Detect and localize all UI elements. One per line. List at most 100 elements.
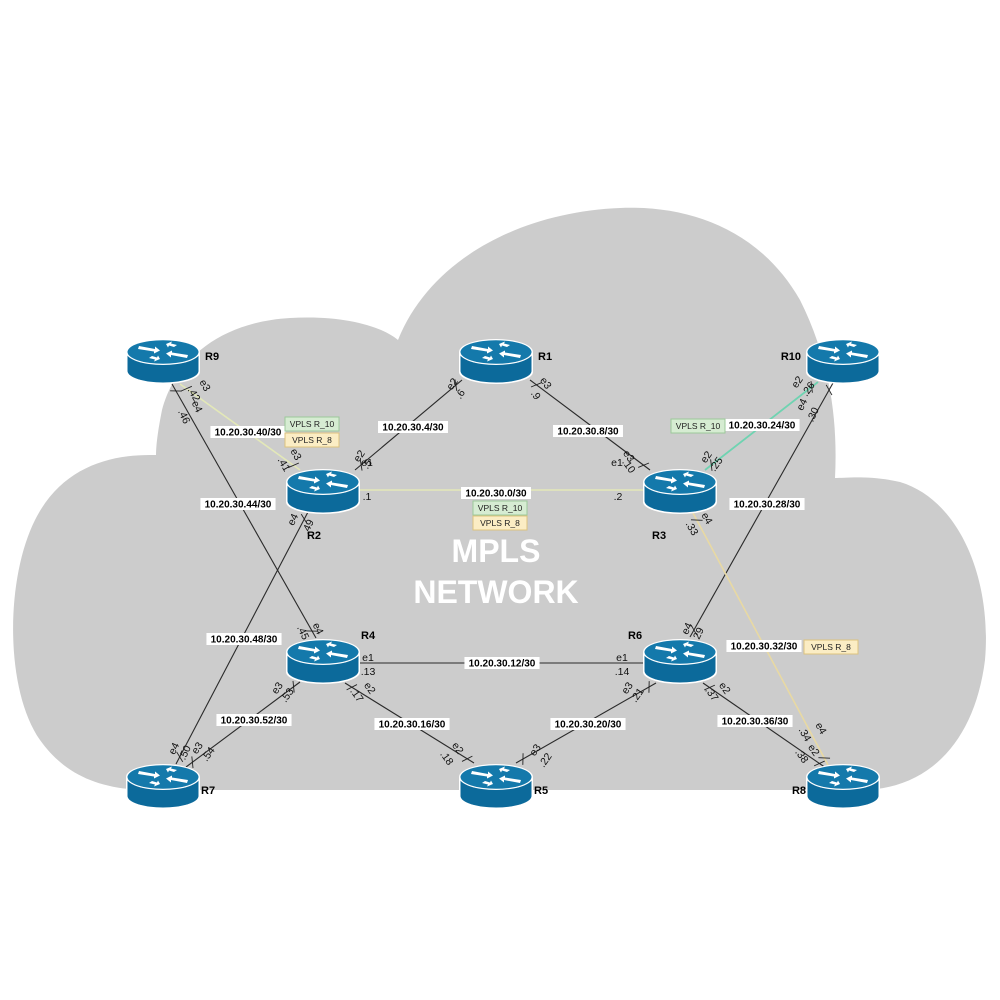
subnet-label: 10.20.30.28/30 xyxy=(729,498,805,511)
router-arrows-icon xyxy=(471,341,521,362)
interface-name: e1 xyxy=(362,652,374,664)
vpls-tag-r10: VPLS R_10 xyxy=(284,416,340,432)
subnet-label-text: 10.20.30.52/30 xyxy=(221,716,288,727)
router-r7[interactable]: R7 xyxy=(126,764,215,809)
router-name: R8 xyxy=(792,785,806,797)
subnet-label-text: 10.20.30.16/30 xyxy=(379,720,446,731)
router-arrows-icon xyxy=(138,766,188,787)
router-arrows-icon xyxy=(818,341,868,362)
interface-tick xyxy=(704,684,716,691)
subnet-label: 10.20.30.32/30 xyxy=(726,640,802,653)
router-arrows-icon xyxy=(818,766,868,787)
vpls-tag-r10: VPLS R_10 xyxy=(472,500,528,516)
subnet-label-bg xyxy=(729,498,805,510)
vpls-tag-box xyxy=(472,515,528,531)
interface-tick xyxy=(690,624,698,636)
router-r6[interactable]: R6 xyxy=(628,630,717,684)
interface-name: e1 xyxy=(611,457,623,469)
interface-tick xyxy=(710,459,713,471)
interface-tick xyxy=(287,462,300,469)
interface-tick xyxy=(461,755,473,762)
interface-tick xyxy=(180,385,193,392)
interface-tick xyxy=(176,751,184,763)
router-r4[interactable]: R4 xyxy=(286,630,376,684)
interface-tick xyxy=(346,684,358,691)
interface-ip: .2 xyxy=(614,491,623,503)
vpls-tag-r8: VPLS R_8 xyxy=(472,515,528,531)
vpls-tag-r10: VPLS R_10 xyxy=(670,418,726,434)
router-name: R5 xyxy=(534,785,548,797)
interface-ip: .46 xyxy=(175,408,192,426)
subnet-label-text: 10.20.30.28/30 xyxy=(734,500,801,511)
router-r5[interactable]: R5 xyxy=(459,764,548,809)
interface-tick xyxy=(191,756,194,769)
router-icon xyxy=(459,339,533,384)
subnet-label-bg xyxy=(726,640,802,652)
subnet-label-text: 10.20.30.8/30 xyxy=(557,427,619,438)
interface-name: e4 xyxy=(679,621,695,637)
subnet-label-bg xyxy=(200,498,276,510)
subnet-label: 10.20.30.36/30 xyxy=(717,715,793,728)
router-icon xyxy=(459,764,533,809)
link-r3-r8[interactable] xyxy=(692,512,829,766)
link-r4-r9[interactable] xyxy=(171,383,317,639)
subnet-label-bg xyxy=(216,714,292,726)
interface-tick xyxy=(292,680,295,693)
router-name: R6 xyxy=(628,630,642,642)
subnet-label: 10.20.30.12/30 xyxy=(464,657,540,670)
router-r3[interactable]: R3 xyxy=(643,469,717,542)
subnet-label: 10.20.30.20/30 xyxy=(550,718,626,731)
interface-tick xyxy=(818,757,831,759)
router-arrows-icon xyxy=(471,766,521,787)
subnet-label-text: 10.20.30.36/30 xyxy=(722,717,789,728)
subnet-label-bg xyxy=(206,633,282,645)
subnet-label-bg xyxy=(717,715,793,727)
subnet-label-bg xyxy=(374,718,450,730)
subnet-label-bg xyxy=(553,425,623,437)
subnet-label: 10.20.30.40/30 xyxy=(210,426,286,439)
subnet-label-text: 10.20.30.12/30 xyxy=(469,659,536,670)
vpls-tag-text: VPLS R_10 xyxy=(290,419,335,429)
subnet-label-bg xyxy=(378,421,448,433)
interface-tick xyxy=(454,379,458,391)
vpls-tag-box xyxy=(284,432,340,448)
subnet-label: 10.20.30.52/30 xyxy=(216,714,292,727)
interface-tick xyxy=(825,384,833,396)
router-r1[interactable]: R1 xyxy=(459,339,552,384)
subnet-label-text: 10.20.30.48/30 xyxy=(211,635,278,646)
vpls-tag-text: VPLS R_10 xyxy=(478,503,523,513)
router-arrows-icon xyxy=(138,341,188,362)
subnet-label-text: 10.20.30.40/30 xyxy=(215,428,282,439)
router-icon xyxy=(643,469,717,514)
interface-ip: .1 xyxy=(363,491,372,503)
router-name: R9 xyxy=(205,351,219,363)
router-r10[interactable]: R10 xyxy=(781,339,880,384)
subnet-label: 10.20.30.44/30 xyxy=(200,498,276,511)
subnet-label: 10.20.30.48/30 xyxy=(206,633,282,646)
interface-name: e4 xyxy=(166,741,182,757)
router-name: R10 xyxy=(781,351,801,363)
interface-tick xyxy=(638,462,650,468)
router-arrows-icon xyxy=(298,471,348,492)
interface-ip: .45 xyxy=(294,624,311,642)
subnet-label-text: 10.20.30.24/30 xyxy=(729,421,796,432)
router-r8[interactable]: R8 xyxy=(792,764,880,809)
interface-ip: .13 xyxy=(361,666,376,678)
interface-name: e4 xyxy=(189,399,205,415)
router-icon xyxy=(126,764,200,809)
subnet-label-text: 10.20.30.32/30 xyxy=(731,642,798,653)
interface-name: e4 xyxy=(794,397,810,413)
interface-tick xyxy=(813,760,825,767)
title-line-1: MPLS xyxy=(452,533,541,569)
subnet-label: 10.20.30.8/30 xyxy=(553,425,623,438)
interface-name: e3 xyxy=(196,377,212,393)
subnet-label: 10.20.30.24/30 xyxy=(724,419,800,432)
interface-name: e4 xyxy=(310,621,326,637)
interface-tick xyxy=(810,381,813,393)
router-icon xyxy=(806,764,880,809)
vpls-tag-box xyxy=(670,418,726,434)
router-r2[interactable]: R2 xyxy=(286,469,360,542)
interface-name: e1 xyxy=(616,652,628,664)
router-r9[interactable]: R9 xyxy=(126,339,219,384)
